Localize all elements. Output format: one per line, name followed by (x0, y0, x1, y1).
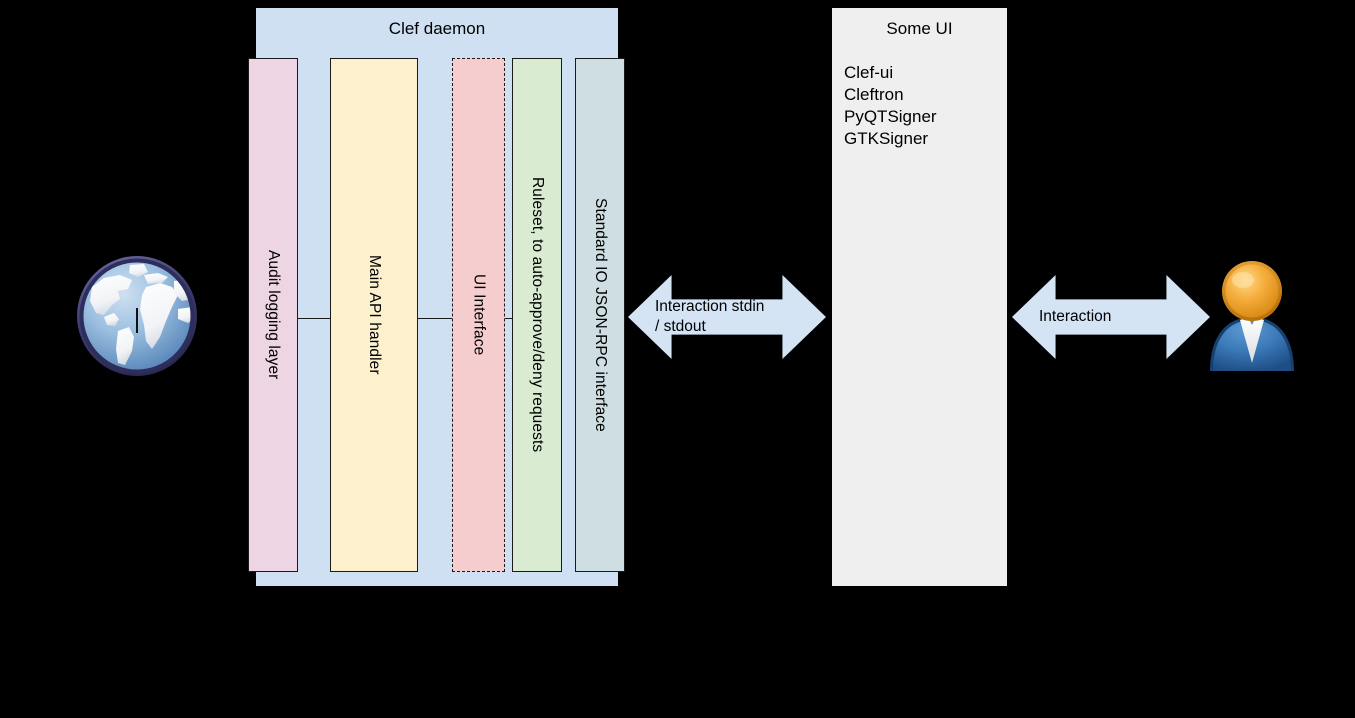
some-ui-list: Clef-ui Cleftron PyQTSigner GTKSigner (844, 62, 1004, 150)
clef-daemon-container (256, 8, 618, 586)
list-item: Clef-ui (844, 63, 894, 82)
layer-box-main-api-handler[interactable]: Main API handler (330, 58, 418, 572)
layer-label-main-api-handler: Main API handler (366, 255, 383, 375)
layer-box-ruleset[interactable]: Ruleset, to auto-approve/deny requests (512, 58, 562, 572)
layer-box-standard-io-jsonrpc-interface[interactable]: Standard IO JSON-RPC interface (575, 58, 625, 572)
user-icon (1200, 255, 1304, 371)
layer-box-audit-logging-layer[interactable]: Audit logging layer (248, 58, 298, 572)
arrow-label-interaction: Interaction (1039, 308, 1112, 325)
list-item: Cleftron (844, 85, 904, 104)
layer-label-ruleset: Ruleset, to auto-approve/deny requests (529, 177, 546, 453)
list-item: GTKSigner (844, 129, 929, 148)
connector-line-audit-to-api (298, 318, 331, 319)
layer-label-audit-logging-layer: Audit logging layer (265, 250, 282, 380)
clef-daemon-title: Clef daemon (388, 19, 486, 38)
layer-label-standard-io-jsonrpc-interface: Standard IO JSON-RPC interface (592, 198, 609, 432)
globe-icon (74, 253, 200, 379)
layer-label-ui-interface: UI Interface (470, 274, 488, 356)
layer-box-ui-interface[interactable]: UI Interface (452, 58, 505, 572)
some-ui-title: Some UI (886, 19, 953, 38)
list-item: PyQTSigner (844, 107, 937, 126)
some-ui-panel (832, 8, 1007, 586)
connector-line-api-to-uiinterface (418, 318, 453, 319)
arrow-label-interaction-stdin-stdout: Interaction stdin / stdout (655, 298, 765, 335)
